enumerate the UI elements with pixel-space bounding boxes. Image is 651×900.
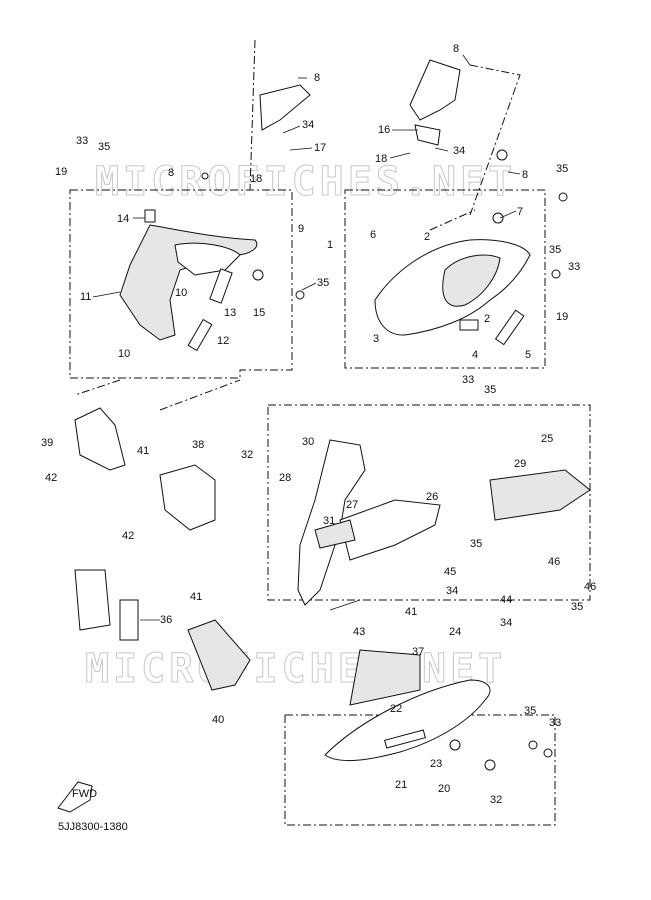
callout: 43 <box>353 626 365 638</box>
callout: 40 <box>212 714 224 726</box>
callout: 29 <box>514 458 526 470</box>
callout: 8 <box>168 167 174 179</box>
callout: 20 <box>438 783 450 795</box>
callout: 28 <box>279 472 291 484</box>
callout: 34 <box>500 617 512 629</box>
callout: 41 <box>137 445 149 457</box>
callout: 8 <box>522 169 528 181</box>
callout: 44 <box>500 594 512 606</box>
inner-panel-left <box>119 84 311 352</box>
callout: 8 <box>453 43 459 55</box>
callout: 27 <box>346 499 358 511</box>
lower-cowling-20 <box>324 649 553 771</box>
callout: 41 <box>190 591 202 603</box>
callout: 34 <box>302 119 314 131</box>
callout: 4 <box>472 349 478 361</box>
callout: 12 <box>217 335 229 347</box>
grille-40 <box>187 619 251 691</box>
callout: 26 <box>426 491 438 503</box>
callout: 36 <box>160 614 172 626</box>
callout: 14 <box>117 213 129 225</box>
under-cover-29 <box>489 469 591 521</box>
callout: 13 <box>224 307 236 319</box>
callout: 33 <box>462 374 474 386</box>
center-cowling-30 <box>297 439 441 606</box>
callout: 9 <box>298 223 304 235</box>
callout: 42 <box>122 530 134 542</box>
callout: 22 <box>390 703 402 715</box>
callout: 15 <box>253 307 265 319</box>
callout: 41 <box>405 606 417 618</box>
callout: 33 <box>76 135 88 147</box>
callout: 2 <box>484 313 490 325</box>
fwd-label: FWD <box>72 788 97 800</box>
callout: 17 <box>314 142 326 154</box>
callout: 33 <box>568 261 580 273</box>
callout: 1 <box>327 239 333 251</box>
bracket-left-39 <box>74 407 126 471</box>
side-cowling-right <box>374 59 568 346</box>
callout: 31 <box>323 515 335 527</box>
callout: 45 <box>444 566 456 578</box>
callout: 34 <box>446 585 458 597</box>
callout: 19 <box>55 166 67 178</box>
callout: 16 <box>378 124 390 136</box>
callout: 32 <box>241 449 253 461</box>
callout: 7 <box>517 206 523 218</box>
callout: 21 <box>395 779 407 791</box>
callout: 10 <box>175 287 187 299</box>
callout: 34 <box>453 145 465 157</box>
callout: 37 <box>412 646 424 658</box>
callout: 2 <box>424 231 430 243</box>
callout: 25 <box>541 433 553 445</box>
callout: 23 <box>430 758 442 770</box>
bracket-38 <box>159 464 216 531</box>
callout: 19 <box>556 311 568 323</box>
callout: 35 <box>571 601 583 613</box>
callout: 3 <box>373 333 379 345</box>
callout: 35 <box>484 384 496 396</box>
callout: 24 <box>449 626 461 638</box>
callout: 35 <box>524 705 536 717</box>
callout: 18 <box>375 153 387 165</box>
callout: 11 <box>80 291 91 303</box>
callout: 35 <box>98 141 110 153</box>
callout: 35 <box>317 277 329 289</box>
fwd-arrow-icon: FWD <box>57 781 97 813</box>
callout: 5 <box>525 349 531 361</box>
callout: 10 <box>118 348 130 360</box>
leader-lines <box>92 54 521 621</box>
watermark-top: MICROFICHES.NET <box>95 159 516 205</box>
callout: 6 <box>370 229 376 241</box>
callout: 8 <box>314 72 320 84</box>
callout: 30 <box>302 436 314 448</box>
callout: 38 <box>192 439 204 451</box>
callout: 18 <box>250 173 262 185</box>
part-code: 5JJ8300-1380 <box>58 821 128 833</box>
callout: 35 <box>556 163 568 175</box>
callout: 33 <box>549 717 561 729</box>
callout: 39 <box>41 437 53 449</box>
callout: 46 <box>584 581 596 593</box>
callout: 35 <box>470 538 482 550</box>
duct-36 <box>74 569 139 641</box>
callout-numbers: 1 2 2 3 4 5 6 7 8 8 8 8 9 10 10 11 12 13… <box>41 43 596 806</box>
group-frames <box>69 39 591 826</box>
callout: 46 <box>548 556 560 568</box>
callout: 35 <box>549 244 561 256</box>
watermark-bottom: MICROFICHES.NET <box>85 646 506 692</box>
callout: 32 <box>490 794 502 806</box>
callout: 42 <box>45 472 57 484</box>
